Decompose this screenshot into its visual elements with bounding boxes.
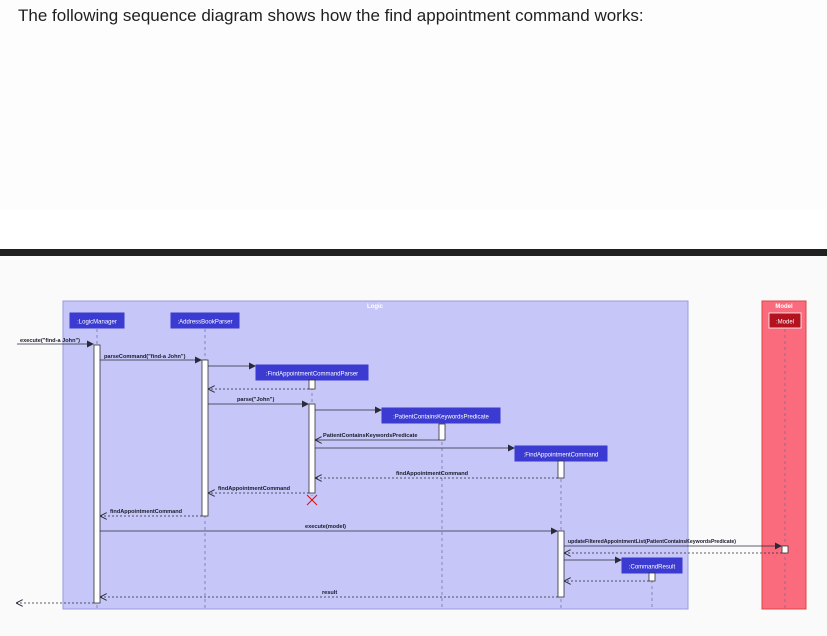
activation-predicate [438, 423, 446, 441]
label-parse-command: parseCommand("find-a John") [104, 354, 186, 360]
participant-predicate [381, 407, 501, 424]
participant-commandresult-label: :CommandResult [629, 565, 676, 571]
activation-findparser-2 [308, 403, 316, 494]
page-heading: The following sequence diagram shows how… [18, 6, 644, 25]
participant-addressbookparser-label: :AddressBookParser [177, 320, 232, 326]
participant-findcommand-label: :FindAppointmentCommand [524, 453, 599, 459]
label-result: result [322, 590, 337, 596]
label-predicate-return: PatientContainsKeywordsPredicate [323, 433, 418, 439]
activation-findparser-1 [308, 379, 316, 390]
activation-logicmanager [93, 344, 101, 604]
model-box-label: Model [775, 304, 793, 310]
label-findcommand-return-2: findAppointmentCommand [218, 486, 291, 492]
model-box [761, 300, 807, 610]
label-update-filtered: updateFilteredAppointmentList(PatientCon… [568, 539, 736, 545]
activation-model [781, 545, 789, 554]
logic-box-label: Logic [367, 304, 384, 310]
sequence-diagram: Logic Model :LogicManager :AddressBookPa… [0, 300, 807, 610]
participant-addressbookparser [170, 312, 240, 329]
label-parse: parse("John") [237, 397, 274, 403]
section-divider [0, 249, 827, 256]
activation-findcommand-2 [557, 530, 565, 598]
participant-model-label: :Model [776, 320, 794, 326]
activation-commandresult [648, 572, 656, 582]
participant-model [768, 312, 802, 329]
participant-logicmanager [69, 312, 125, 329]
label-findcommand-return-3: findAppointmentCommand [110, 509, 183, 515]
activation-addressbookparser [201, 359, 209, 517]
label-execute-in: execute("find-a John") [20, 338, 80, 344]
text-section: The following sequence diagram shows how… [0, 0, 827, 209]
label-findcommand-return: findAppointmentCommand [396, 471, 469, 477]
label-execute-model: execute(model) [305, 524, 346, 530]
destroy-marker [306, 494, 318, 506]
participant-findparser-label: :FindAppointmentCommandParser [266, 372, 358, 378]
participant-predicate-label: :PatientContainsKeywordsPredicate [393, 415, 489, 421]
participant-logicmanager-label: :LogicManager [77, 320, 117, 326]
activation-findcommand-1 [557, 460, 565, 479]
